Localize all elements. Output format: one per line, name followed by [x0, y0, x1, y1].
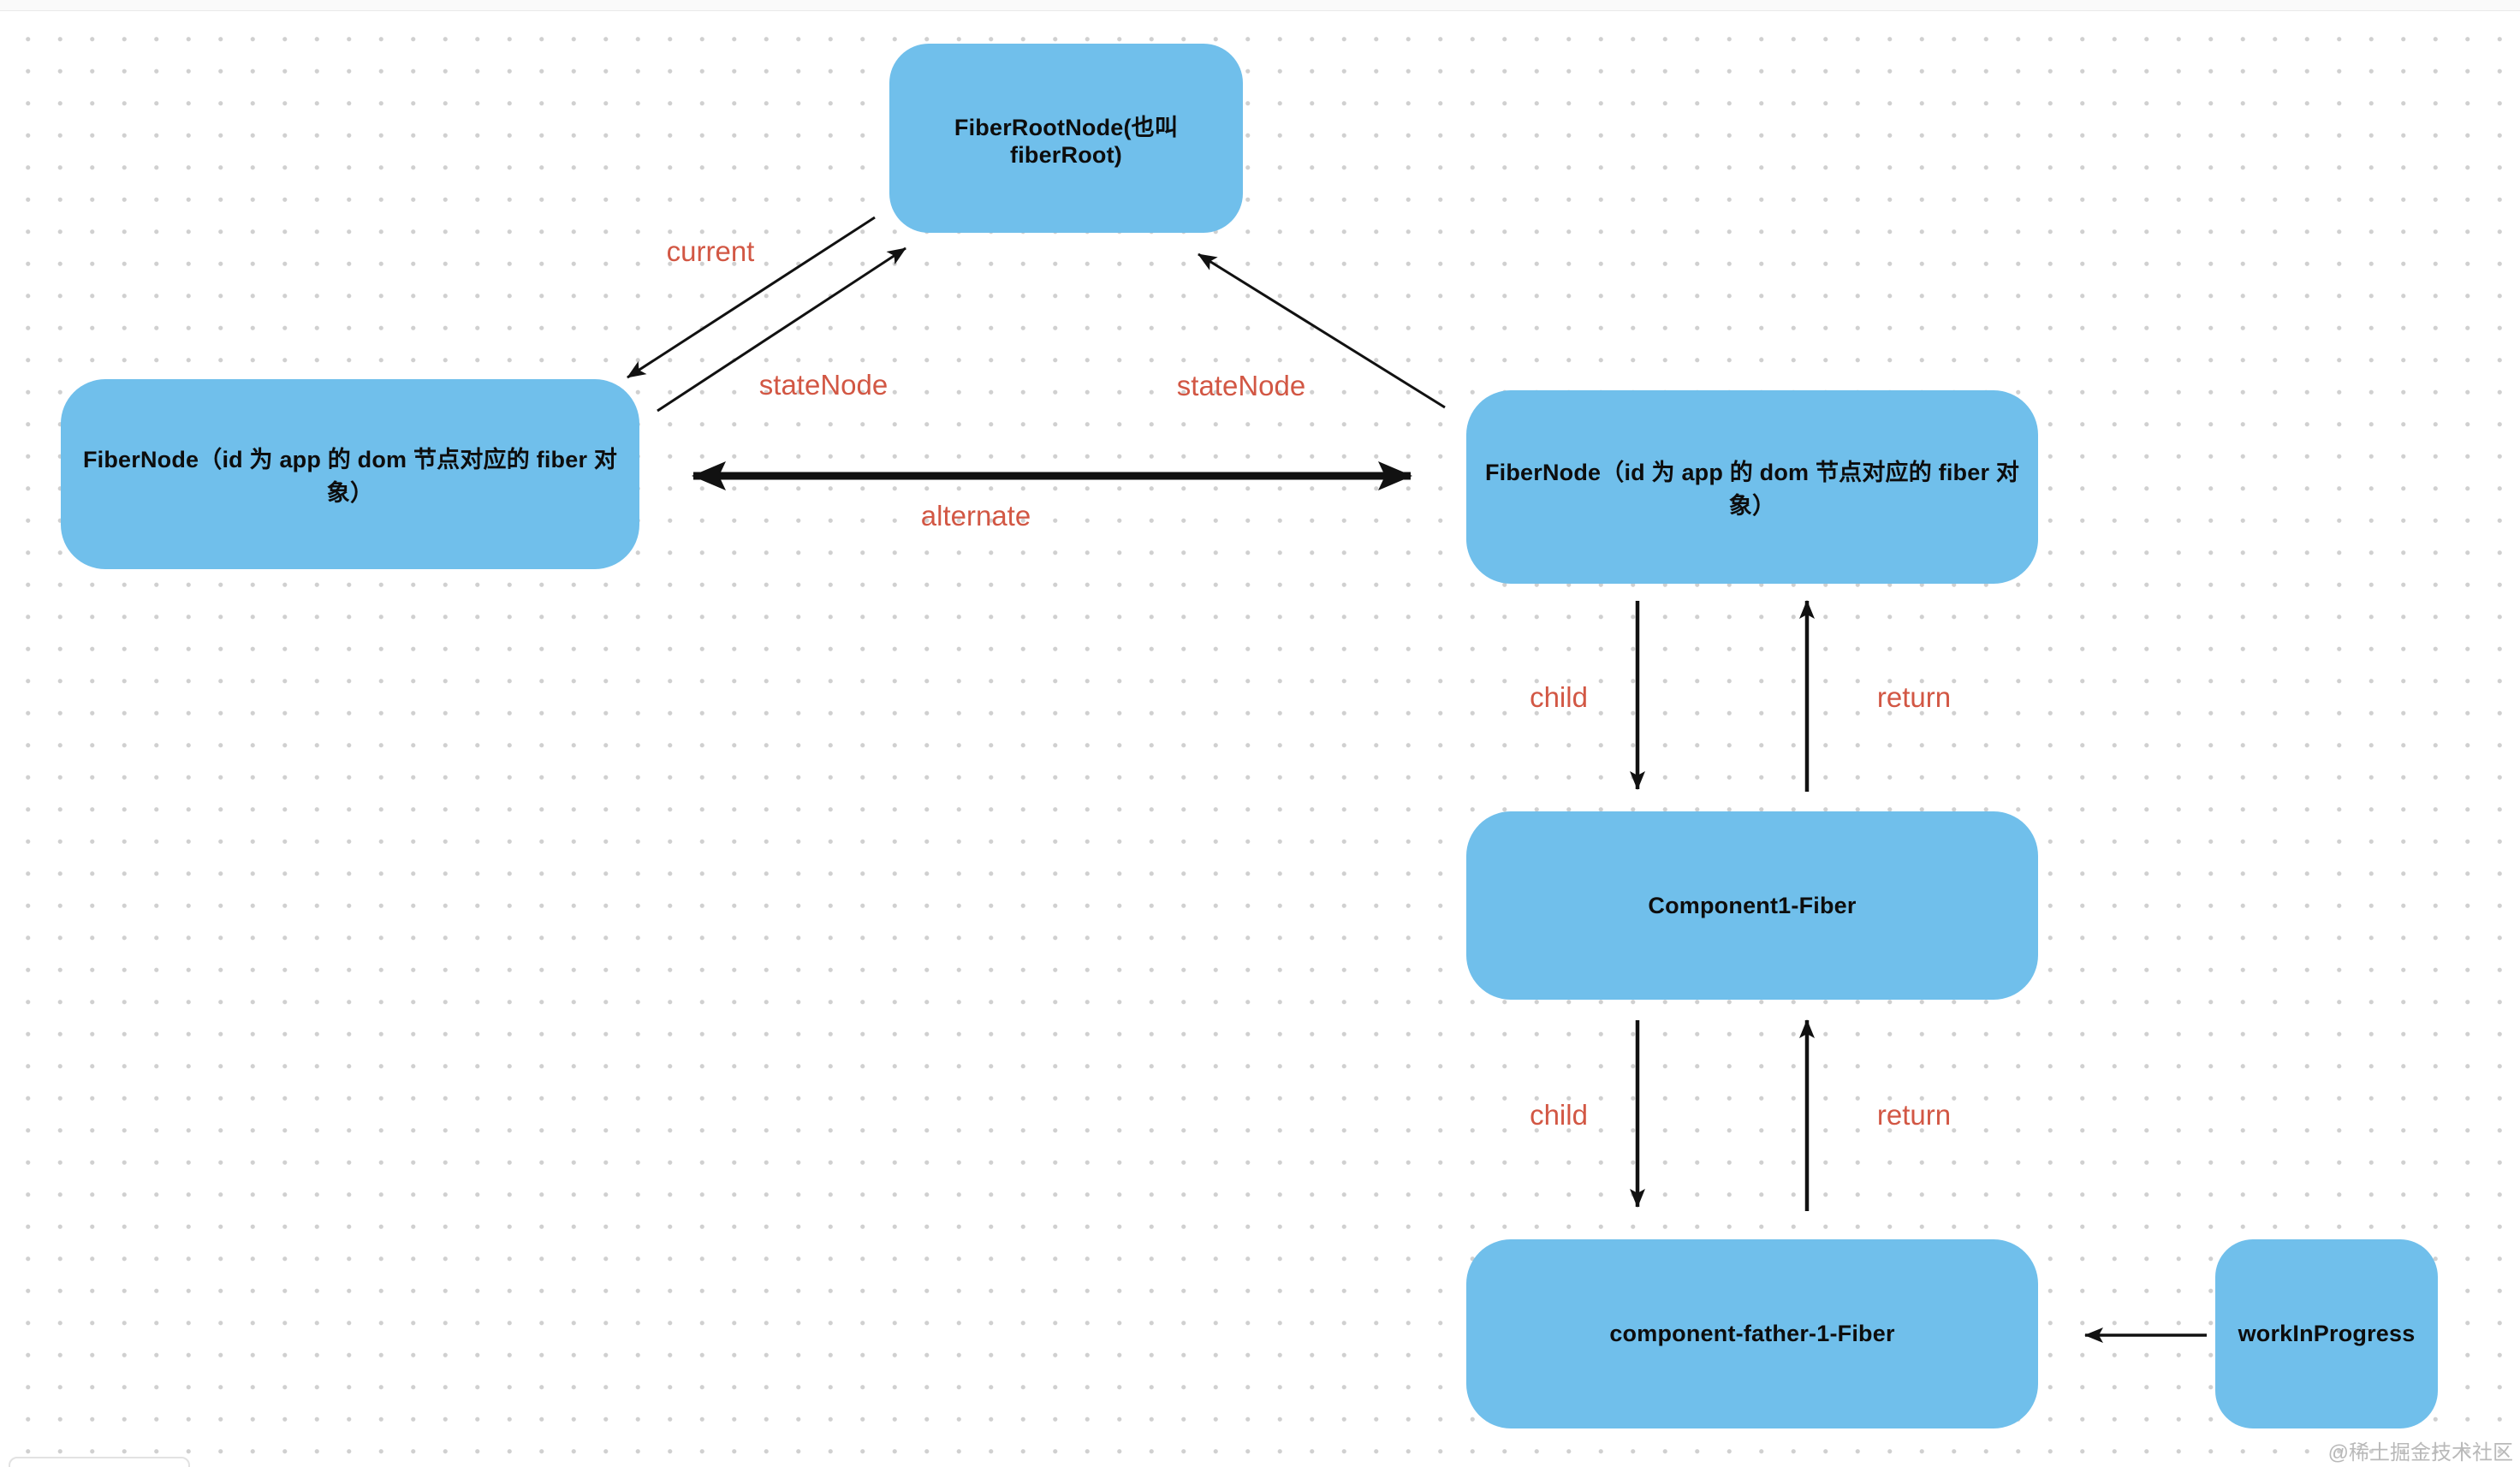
node-fiber-node-right[interactable]: FiberNode（id 为 app 的 dom 节点对应的 fiber 对象）: [1466, 390, 2038, 584]
edge-label-return-bottom: return: [1876, 1099, 1952, 1131]
watermark: @稀土掘金技术社区: [2327, 1441, 2513, 1464]
edge-label-current: current: [666, 235, 755, 267]
edge-label-return-top: return: [1876, 681, 1952, 713]
canvas-top-border: [0, 0, 2520, 11]
edge-label-child-top: child: [1530, 681, 1588, 713]
edge-label-statenode-left: stateNode: [758, 369, 889, 401]
node-fiber-node-left[interactable]: FiberNode（id 为 app 的 dom 节点对应的 fiber 对象）: [61, 379, 639, 569]
node-component-father-1-fiber[interactable]: component-father-1-Fiber: [1466, 1239, 2038, 1428]
canvas-control-cutoff[interactable]: [9, 1457, 190, 1467]
node-component1-fiber[interactable]: Component1-Fiber: [1466, 811, 2038, 1000]
edge-label-alternate: alternate: [920, 500, 1031, 532]
edge-label-statenode-right: stateNode: [1176, 370, 1306, 401]
node-work-in-progress[interactable]: workInProgress: [2215, 1239, 2438, 1428]
node-fiber-root[interactable]: FiberRootNode(也叫 fiberRoot): [889, 44, 1243, 233]
edge-label-child-bottom: child: [1530, 1099, 1588, 1131]
